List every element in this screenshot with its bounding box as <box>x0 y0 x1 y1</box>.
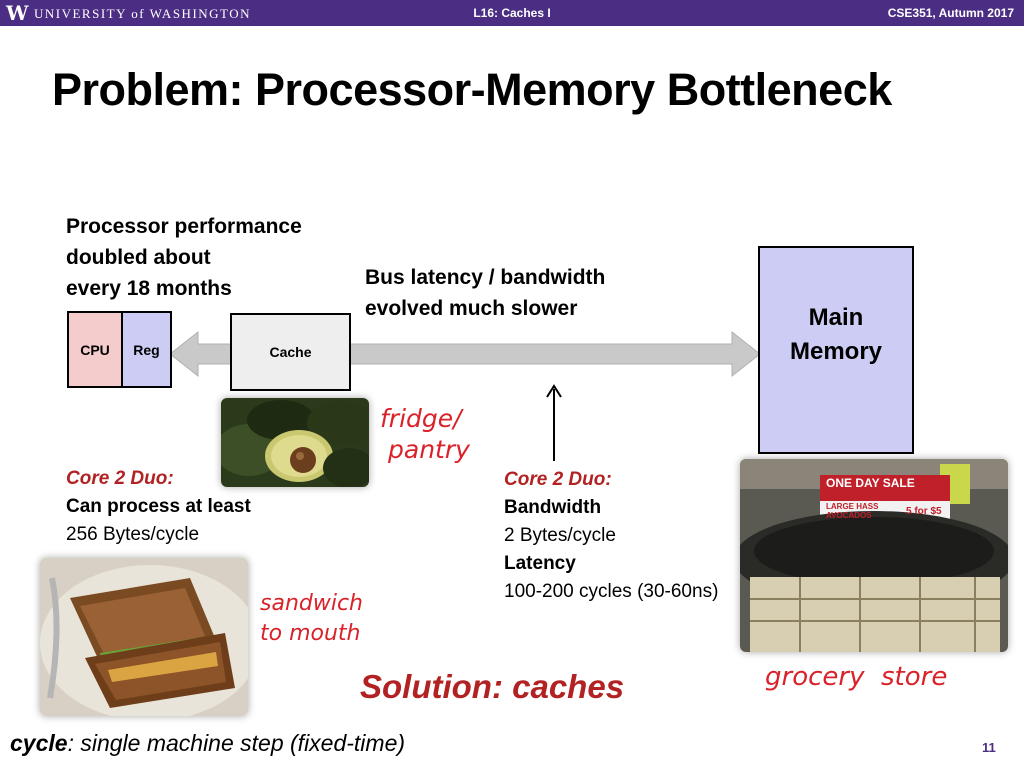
right-core-heading: Core 2 Duo: <box>504 469 612 490</box>
bus-line-1: Bus latency / bandwidth <box>365 266 606 289</box>
bandwidth-label: Bandwidth <box>504 497 602 518</box>
cycle-term: cycle <box>10 730 68 756</box>
uw-logo-icon: W <box>6 1 29 25</box>
processor-performance-text: Processor performance doubled about ever… <box>66 211 302 304</box>
left-core-line-1: Can process at least <box>66 496 251 517</box>
sign-line-1: LARGE HASS <box>826 502 879 511</box>
bandwidth-value: 2 Bytes/cycle <box>504 525 616 546</box>
cpu-label: CPU <box>80 341 110 358</box>
left-core-heading: Core 2 Duo: <box>66 468 174 489</box>
university-name: UNIVERSITY of WASHINGTON <box>34 6 252 21</box>
processor-line-3: every 18 months <box>66 277 232 300</box>
course-name: CSE351, Autumn 2017 <box>887 6 1014 20</box>
reg-box: Reg <box>123 313 170 386</box>
sign-price: 5 for $5 <box>906 506 942 517</box>
cache-box: Cache <box>230 313 351 391</box>
grocery-store-photo: ONE DAY SALE LARGE HASS AVOCADOS 5 for $… <box>740 459 1008 652</box>
pantry-line: pantry <box>388 435 470 464</box>
header-bar: W UNIVERSITY of WASHINGTON L16: Caches I… <box>0 0 1024 26</box>
bus-text: Bus latency / bandwidth evolved much slo… <box>365 262 605 324</box>
fridge-pantry-annotation: fridge/ pantry <box>380 403 470 465</box>
grocery-store-annotation: grocery store <box>765 662 948 692</box>
page-number: 11 <box>982 740 996 755</box>
latency-value: 100-200 cycles (30-60ns) <box>504 581 719 602</box>
to-mouth-line: to mouth <box>260 621 361 646</box>
right-core-text: Core 2 Duo: Bandwidth 2 Bytes/cycle Late… <box>504 466 718 606</box>
slide-title: Problem: Processor-Memory Bottleneck <box>52 64 892 115</box>
cache-label: Cache <box>269 344 312 360</box>
latency-label: Latency <box>504 553 576 574</box>
processor-line-1: Processor performance <box>66 215 302 238</box>
sale-sign-body: LARGE HASS AVOCADOS <box>826 502 878 520</box>
cpu-box: CPU <box>69 313 123 386</box>
cpu-reg-block: CPU Reg <box>67 311 172 388</box>
sandwich-annotation: sandwich to mouth <box>260 589 363 649</box>
sandwich-photo <box>40 558 248 716</box>
left-core-line-2: 256 Bytes/cycle <box>66 524 200 545</box>
fridge-line: fridge/ <box>380 404 462 433</box>
reg-label: Reg <box>133 341 160 358</box>
bus-line-2: evolved much slower <box>365 297 578 320</box>
processor-line-2: doubled about <box>66 246 211 269</box>
up-arrow-icon <box>546 384 562 461</box>
cycle-definition: cycle: single machine step (fixed-time) <box>10 730 405 757</box>
left-core-text: Core 2 Duo: Can process at least 256 Byt… <box>66 465 251 549</box>
sandwich-line: sandwich <box>260 591 363 616</box>
memory-label-2: Memory <box>789 338 883 365</box>
avocado-photo <box>221 398 369 487</box>
lecture-title: L16: Caches I <box>473 6 551 20</box>
memory-label-1: Main <box>808 304 864 331</box>
cycle-definition-text: : single machine step (fixed-time) <box>67 730 406 756</box>
sign-line-2: AVOCADOS <box>826 511 872 520</box>
solution-text: Solution: caches <box>360 668 625 705</box>
main-memory-box: Main Memory <box>758 246 914 454</box>
sale-sign-title: ONE DAY SALE <box>826 476 915 490</box>
